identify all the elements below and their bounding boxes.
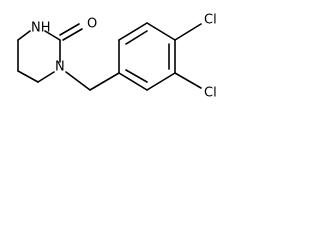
atom-cl-top-label: Cl bbox=[204, 13, 217, 28]
bond-ch2-aryl bbox=[89, 72, 120, 91]
bond-nh-c2 bbox=[44, 30, 61, 41]
bond-n-c6 bbox=[37, 71, 55, 83]
atom-n-label: N bbox=[55, 60, 65, 75]
bond-ar-inner-1 bbox=[125, 69, 148, 83]
bond-c2-o bbox=[62, 28, 83, 41]
atom-nh-label: NH bbox=[31, 21, 51, 36]
bond-ar-c4-c5 bbox=[146, 22, 176, 41]
bond-ar-c5-c6 bbox=[118, 22, 148, 41]
bond-c4-nh bbox=[17, 30, 31, 41]
bond-n-ch2 bbox=[65, 71, 91, 91]
bond-ar-c1-c2 bbox=[118, 72, 148, 91]
atom-cl-bottom-label: Cl bbox=[204, 86, 217, 101]
bond-c6-c5 bbox=[17, 70, 39, 83]
bond-ar-c2-c3 bbox=[146, 72, 176, 91]
bond-c2-o-double bbox=[59, 23, 80, 36]
bond-ar-inner-3 bbox=[125, 30, 148, 45]
atom-o-label: O bbox=[87, 17, 97, 32]
bond-c-cl-top bbox=[174, 23, 202, 41]
chemical-structure: NH O N Cl Cl bbox=[17, 13, 217, 101]
bond-c-cl-bottom bbox=[174, 72, 202, 89]
